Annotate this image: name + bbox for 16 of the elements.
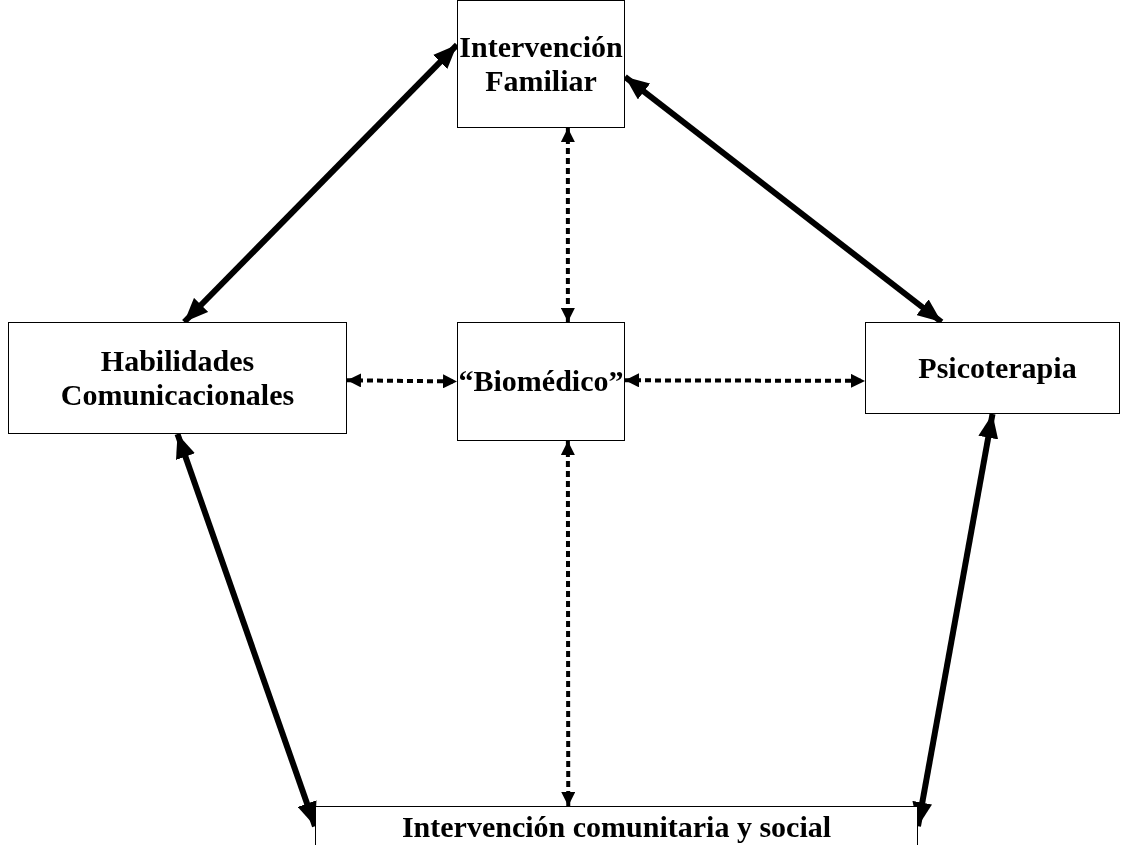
node-label: Habilidades Comunicacionales: [59, 343, 296, 413]
text-box: [457, 0, 625, 128]
double-arrow: [912, 413, 999, 827]
text-box: [457, 322, 625, 441]
node-label: Psicoterapia: [918, 350, 1077, 386]
text-box: [8, 322, 347, 434]
double-arrow: [560, 128, 575, 322]
double-arrow: [346, 373, 458, 389]
double-arrow: [560, 441, 576, 806]
node-label: Intervención comunitaria y social: [401, 810, 832, 845]
text-box: [315, 806, 918, 845]
double-arrow: [174, 433, 318, 828]
node-label: “Biomédico”: [458, 364, 624, 399]
text-box: [865, 322, 1120, 414]
node-label: Intervención Familiar: [459, 29, 623, 99]
double-arrow: [625, 373, 865, 388]
